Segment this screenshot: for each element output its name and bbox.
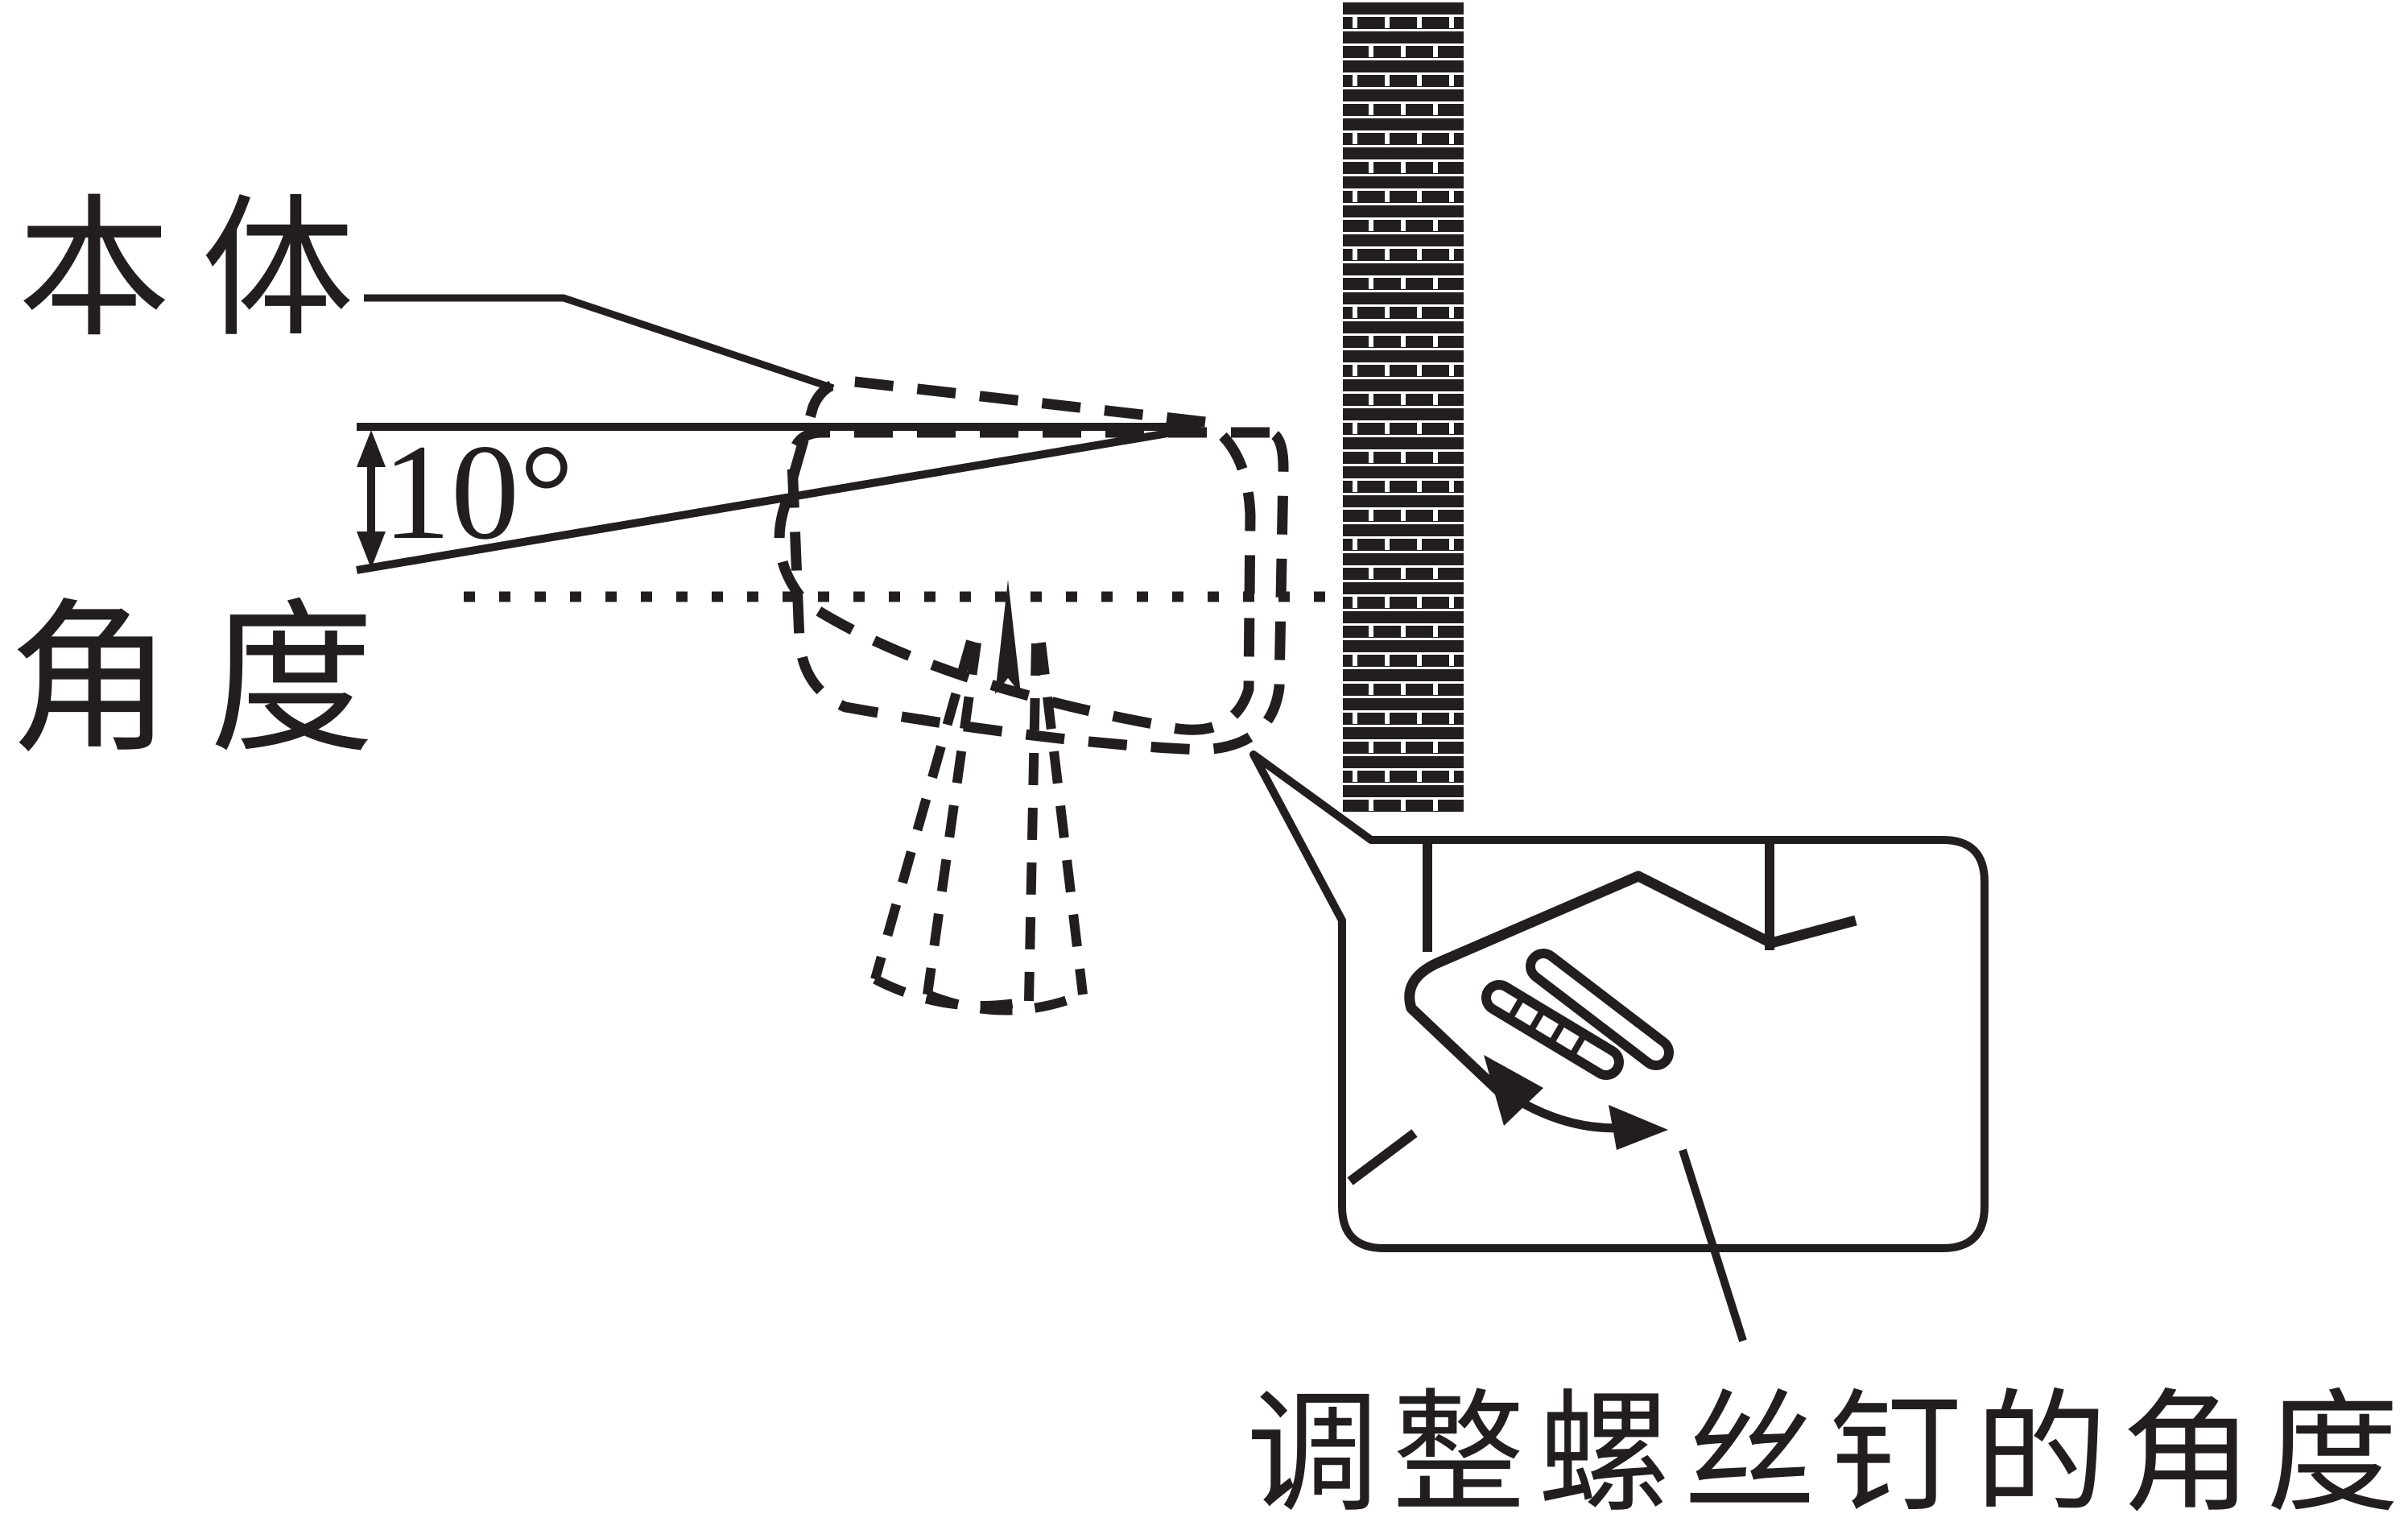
label-caption: 调整螺丝钉的角度 [1246, 1381, 2408, 1522]
wall-hatched-bar [1343, 0, 1464, 812]
label-angle: 角度 [8, 590, 411, 773]
label-body: 本体 [18, 187, 385, 356]
label-angle-value: 10° [382, 416, 574, 568]
